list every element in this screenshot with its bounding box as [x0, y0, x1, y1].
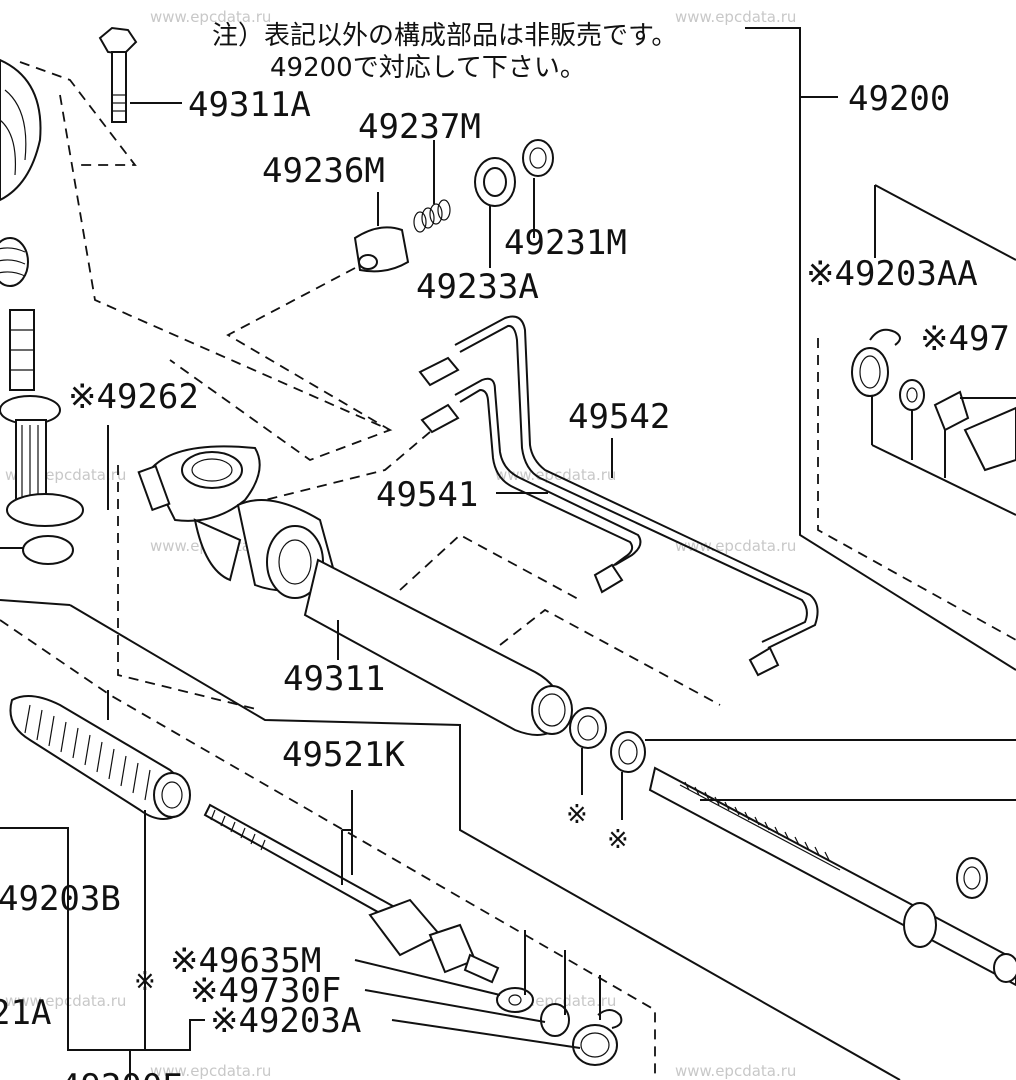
tie-rod-49521K: 49521K [203, 735, 623, 1066]
label-49521K: 49521K [282, 735, 405, 775]
watermark: www.epcdata.ru [675, 8, 796, 26]
label-49200E: 49200E [60, 1067, 183, 1080]
note-line-2: 49200で対応して下さい。 [270, 53, 586, 83]
rack [648, 766, 1016, 987]
watermark: www.epcdata.ru [5, 992, 126, 1010]
gear-housing-49311: 49311 [117, 445, 721, 736]
spring-49237M [413, 199, 451, 233]
label-49236M: 49236M [262, 151, 385, 191]
label-49237M: 49237M [358, 107, 481, 147]
watermark: www.epcdata.ru [675, 1062, 796, 1080]
bolt-49311A: 49311A [98, 26, 311, 125]
label-49541: 49541 [376, 475, 478, 515]
label-49203B: 49203B [0, 879, 121, 919]
label-49730F: ※49730F [190, 971, 341, 1011]
label-49311: 49311 [283, 659, 385, 699]
label-21A: 21A [0, 993, 51, 1033]
assembly-bracket: 49200 [745, 27, 1016, 671]
asterisk-boot: ※ [134, 967, 156, 997]
label-49262: ※49262 [68, 377, 199, 417]
label-49542: 49542 [568, 397, 670, 437]
watermark: www.epcdata.ru [150, 1062, 271, 1080]
adjuster-parts: 49236M 49237M 49233A 49231M [226, 107, 627, 431]
asterisk-seal-1: ※ [566, 800, 588, 830]
note-line-1: 注）表記以外の構成部品は非販売です。 [212, 21, 677, 51]
top-left-boot [0, 58, 393, 462]
label-49635M: ※49635M [170, 941, 321, 981]
label-49231M: 49231M [504, 223, 627, 263]
cap-49231M [522, 139, 554, 177]
label-49203A: ※49203A [210, 1001, 361, 1041]
label-497: ※497 [920, 319, 1010, 359]
asterisk-seal-2: ※ [607, 825, 629, 855]
label-49203AA: ※49203AA [806, 254, 978, 294]
watermark: www.epcdata.ru [675, 537, 796, 555]
feed-tubes: 49542 49541 [264, 315, 819, 677]
seals: ※ ※ [566, 707, 1016, 855]
label-49311A: 49311A [188, 85, 311, 125]
watermark: www.epcdata.ru [150, 8, 271, 26]
label-49200: 49200 [848, 79, 950, 119]
pinion-49262: ※49262 [0, 237, 199, 565]
right-tie-rod-parts: ※49203AA ※497 [806, 184, 1016, 641]
boot-49203B: 49203B ※ 21A [0, 599, 901, 1080]
label-49233A: 49233A [416, 267, 539, 307]
locknut-49233A [474, 157, 516, 207]
